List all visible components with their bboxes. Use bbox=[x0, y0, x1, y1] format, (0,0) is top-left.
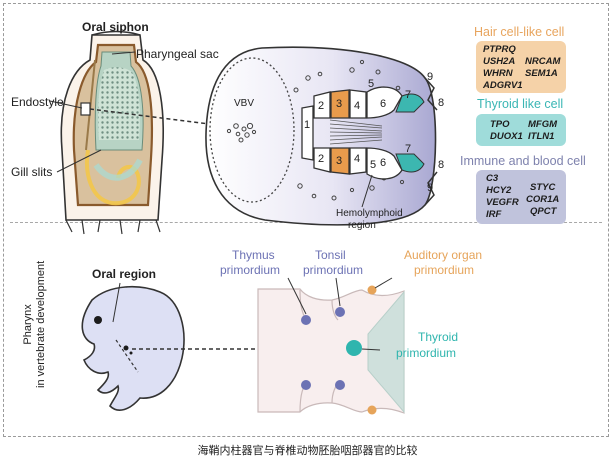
pharyngeal-sac-label: Pharyngeal sac bbox=[136, 47, 219, 61]
gill-slits-label: Gill slits bbox=[11, 165, 53, 179]
gene-ptprq: PTPRQ bbox=[483, 44, 516, 55]
hemolymphoid-region-label: region bbox=[348, 220, 376, 231]
tonsil-label-line2: primordium bbox=[303, 263, 364, 277]
zone-label-5-top: 5 bbox=[368, 78, 375, 90]
gene-qpct: QPCT bbox=[530, 206, 557, 217]
gene-ush2a: USH2A bbox=[483, 56, 516, 67]
gene-irf: IRF bbox=[486, 209, 502, 220]
zone-label-7-bottom: 7 bbox=[405, 143, 412, 155]
gene-hcy2: HCY2 bbox=[486, 185, 512, 196]
oral-region-label: Oral region bbox=[92, 267, 157, 281]
figure-caption: 海鞘内柱器官与脊椎动物胚胎咽部器官的比较 bbox=[197, 445, 418, 457]
pharynx-side-label: Pharynx in vertebrate development bbox=[22, 261, 47, 388]
embryo-drawing bbox=[81, 282, 258, 411]
endostyle-section bbox=[205, 46, 438, 226]
zone-label-2-top: 2 bbox=[318, 100, 325, 112]
thymus-label-line1: Thymus bbox=[232, 248, 275, 262]
zone-label-6-top: 6 bbox=[380, 98, 387, 110]
zone-label-2-bottom: 2 bbox=[318, 153, 325, 165]
thymus-label-line2: primordium bbox=[220, 263, 281, 277]
immune-panel-title: Immune and blood cell bbox=[460, 154, 586, 168]
gene-styc: STYC bbox=[530, 182, 556, 193]
pharynx-side-label-line2: in vertebrate development bbox=[34, 260, 47, 388]
gene-sem1a: SEM1A bbox=[525, 68, 558, 79]
endostyle-label: Endostyle bbox=[11, 95, 64, 109]
zone-label-5-bottom: 5 bbox=[370, 159, 377, 171]
zone-label-4-top: 4 bbox=[354, 100, 361, 112]
zone-label-4-bottom: 4 bbox=[354, 153, 361, 165]
ascidian-drawing bbox=[49, 30, 226, 235]
gene-duox1: DUOX1 bbox=[490, 131, 523, 142]
pharynx-side-label-line1: Pharynx bbox=[22, 304, 34, 345]
auditory-label-line2: primordium bbox=[414, 263, 475, 277]
gene-vegfr: VEGFR bbox=[486, 197, 519, 208]
gene-nrcam: NRCAM bbox=[525, 56, 561, 67]
zone-label-6-bottom: 6 bbox=[380, 157, 387, 169]
gene-mfgm: MFGM bbox=[528, 119, 558, 130]
thyroid-panel-title: Thyroid like cell bbox=[477, 97, 564, 111]
zone-label-7-top: 7 bbox=[405, 89, 412, 101]
zone-label-1: 1 bbox=[304, 119, 311, 131]
gene-itln1: ITLN1 bbox=[528, 131, 555, 142]
zone-label-9-top: 9 bbox=[427, 71, 434, 83]
pharynx-drawing bbox=[257, 277, 405, 415]
thyroid-primordium-line2: primordium bbox=[396, 346, 457, 360]
vbv-label: VBV bbox=[234, 98, 255, 109]
figure-frame bbox=[3, 3, 609, 437]
oral-siphon-label: Oral siphon bbox=[82, 20, 149, 34]
tonsil-label-line1: Tonsil bbox=[315, 248, 346, 262]
gene-c3: C3 bbox=[486, 173, 499, 184]
hemolymphoid-label: Hemolymphoid bbox=[336, 208, 403, 219]
zone-label-9-bottom: 9 bbox=[427, 182, 434, 194]
gene-cor1a: COR1A bbox=[526, 194, 560, 205]
hair-cell-panel-title: Hair cell-like cell bbox=[474, 25, 565, 39]
zone-label-8-top: 8 bbox=[438, 97, 445, 109]
thyroid-primordium-line1: Thyroid bbox=[418, 330, 459, 344]
gene-tpo: TPO bbox=[490, 119, 510, 130]
gene-adgrv1: ADGRV1 bbox=[483, 80, 523, 91]
zone-label-8-bottom: 8 bbox=[438, 159, 445, 171]
immune-gene-box: C3 HCY2 STYC VEGFR COR1A IRF QPCT bbox=[476, 170, 566, 224]
hair-cell-gene-box: PTPRQ USH2A NRCAM WHRN SEM1A ADGRV1 bbox=[476, 41, 566, 93]
thyroid-gene-box: TPO MFGM DUOX1 ITLN1 bbox=[476, 114, 566, 146]
zone-label-3-top: 3 bbox=[336, 98, 343, 110]
gene-whrn: WHRN bbox=[483, 68, 513, 79]
zone-label-3-bottom: 3 bbox=[336, 155, 343, 167]
auditory-label-line1: Auditory organ bbox=[404, 248, 483, 262]
